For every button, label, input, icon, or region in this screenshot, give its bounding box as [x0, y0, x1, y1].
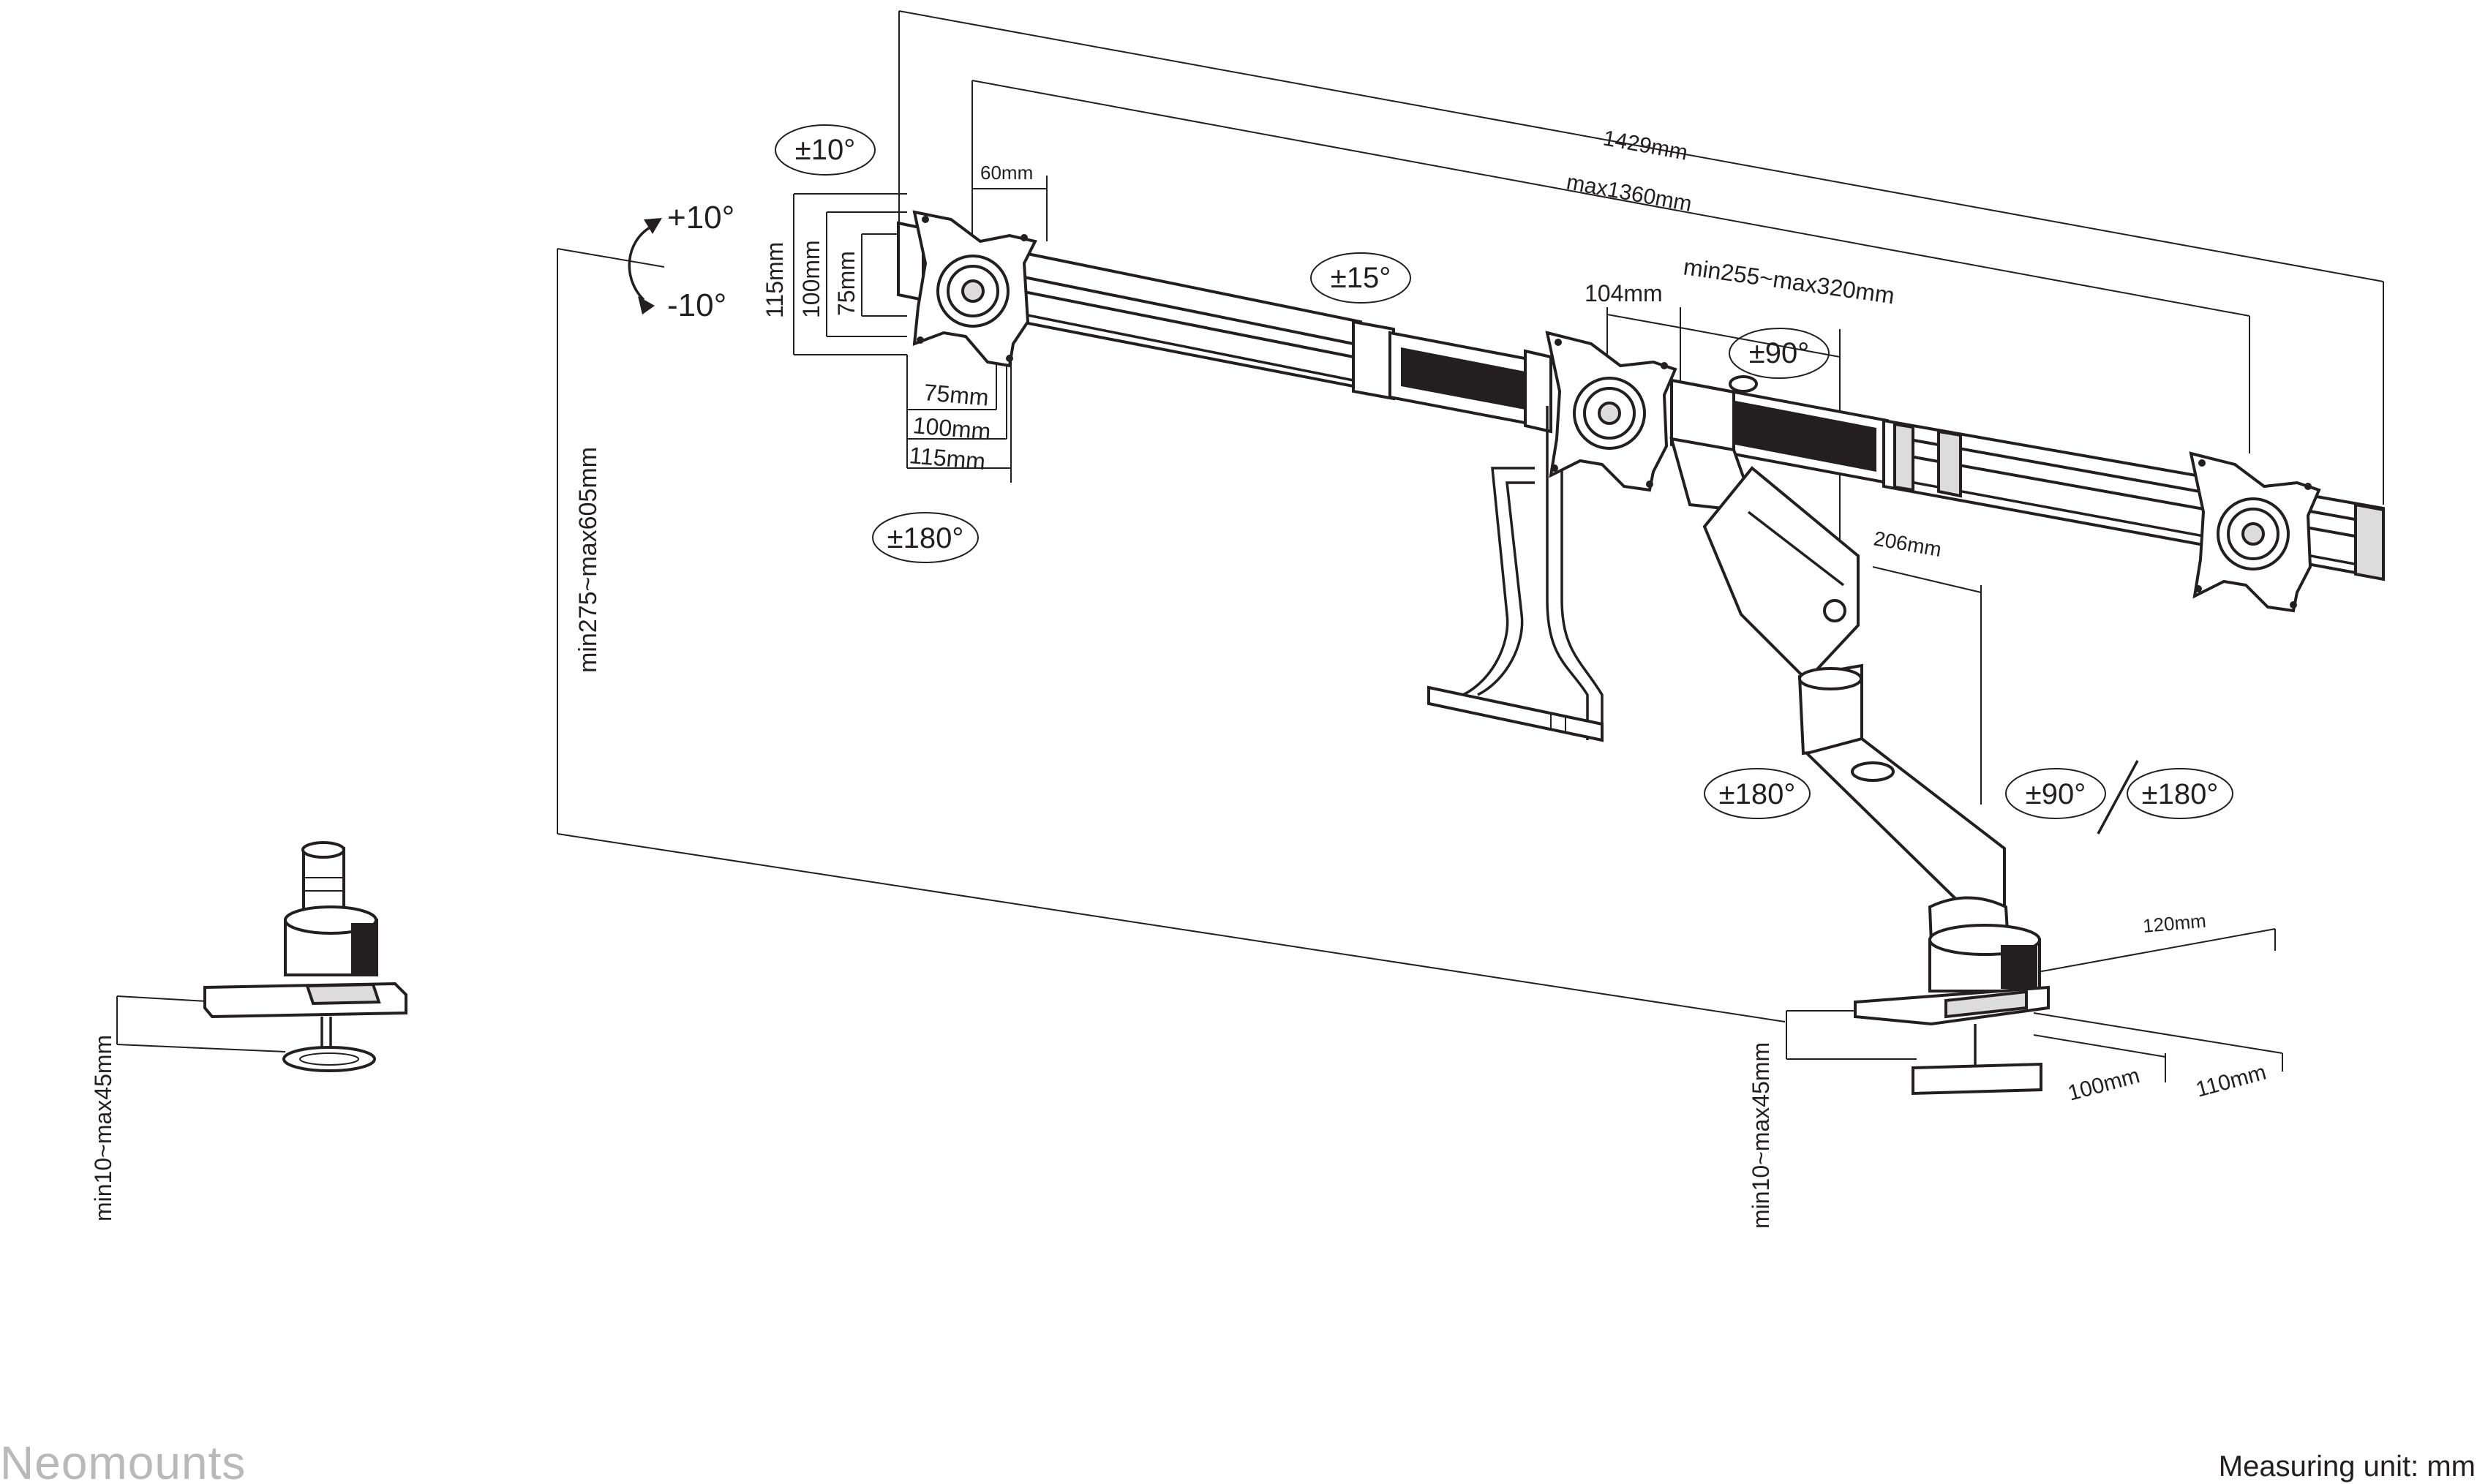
base-swivel-b-ellipse: [2127, 768, 2233, 819]
base-swivel-a-label: ±90°: [2026, 778, 2086, 810]
vesa-h-100-label: 100mm: [798, 240, 824, 318]
vesa-w-115-label: 115mm: [908, 442, 986, 475]
tilt-arrow-icon: [628, 218, 662, 314]
base-swivel-a-ellipse: [2005, 768, 2106, 819]
vesa-plate-right: [2189, 451, 2321, 613]
max-width-label: max1360mm: [1565, 170, 1694, 216]
base-width-label: 120mm: [2142, 910, 2207, 937]
rotation-badges: [775, 124, 2233, 835]
center-gap-label: 104mm: [1585, 280, 1663, 306]
support-arm: [1669, 437, 2050, 1096]
vesa-plate-center: [1545, 331, 1677, 492]
center-swivel-label: ±90°: [1749, 337, 1809, 369]
center-swivel-ellipse: [1729, 328, 1830, 379]
tilt-plus-label: +10°: [667, 200, 734, 236]
measuring-unit-note: Measuring unit: mm: [2219, 1450, 2476, 1483]
pole-height-label: min275~max605mm: [574, 447, 602, 673]
base-swivel-b-label: ±180°: [2142, 778, 2219, 810]
vesa-h-75-label: 75mm: [833, 251, 860, 316]
tilt-range-ellipse: [775, 124, 876, 176]
arm-offset-label: 60mm: [980, 162, 1033, 184]
bar-rotation-ellipse: [1310, 252, 1411, 304]
desk-thickness-right-label: min10~max45mm: [1748, 1042, 1774, 1229]
angle-labels: ±10° +10° -10° ±15° ±90° ±180° ±180° ±90…: [667, 134, 2218, 810]
vesa-w-100-label: 100mm: [912, 412, 991, 445]
tilt-range-label: ±10°: [795, 134, 855, 166]
base-depth-a-label: 100mm: [2065, 1063, 2142, 1106]
arm-swivel-label: ±180°: [1719, 778, 1796, 810]
vesa-plate-left: [897, 210, 1037, 368]
screen-rotation-ellipse: [872, 512, 979, 563]
vesa-h-115-label: 115mm: [762, 242, 788, 318]
overall-width-label: 1429mm: [1601, 126, 1690, 165]
base-depth-b-label: 110mm: [2193, 1061, 2269, 1102]
bar-rotation-label: ±15°: [1331, 262, 1391, 294]
screen-rotation-label: ±180°: [887, 522, 964, 554]
arm-reach-label: 206mm: [1872, 527, 1943, 561]
dimension-lines: [116, 10, 2384, 1082]
arm-swivel-ellipse: [1704, 768, 1811, 819]
desk-thickness-left-label: min10~max45mm: [90, 1035, 116, 1221]
desk-clamp-detail: [203, 841, 407, 1072]
brand-logo: Neomounts: [0, 1436, 246, 1484]
tilt-minus-label: -10°: [667, 287, 726, 323]
vesa-w-75-label: 75mm: [922, 379, 990, 411]
carry-handle: [1427, 406, 1604, 742]
center-span-label: min255~max320mm: [1682, 253, 1896, 309]
crossbar: [1019, 250, 2385, 581]
